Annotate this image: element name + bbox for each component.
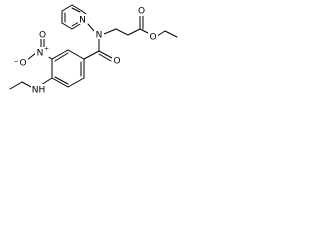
bond xyxy=(61,22,73,30)
bond xyxy=(71,4,83,12)
bond xyxy=(40,77,53,86)
amide-nitrogen-label: N xyxy=(96,31,103,41)
nitro-negative-charge: − xyxy=(13,59,18,66)
ester-ether-oxygen-label: O xyxy=(149,33,156,43)
atom-labels: N N O O O N + − O O NH xyxy=(13,5,158,96)
bond xyxy=(54,52,69,62)
bond xyxy=(115,28,129,36)
bond xyxy=(71,7,81,13)
label-mask xyxy=(94,29,104,39)
bond xyxy=(67,77,85,88)
amide-oxygen-label: O xyxy=(113,57,120,67)
bond xyxy=(9,81,23,90)
bond xyxy=(127,28,141,36)
bond xyxy=(98,50,113,59)
bond xyxy=(61,4,73,12)
bond xyxy=(26,52,37,61)
bond xyxy=(87,23,95,32)
label-mask xyxy=(14,57,28,67)
bond xyxy=(139,28,149,34)
bond xyxy=(51,77,69,88)
label-mask xyxy=(35,47,49,57)
nitro-nitrogen-label: N xyxy=(37,49,44,59)
bond xyxy=(81,10,87,15)
nitro-positive-charge: + xyxy=(44,46,49,53)
label-mask xyxy=(37,29,48,39)
label-mask xyxy=(31,84,46,94)
nitro-oxygen-left-label: O xyxy=(19,59,26,69)
label-mask xyxy=(136,5,147,16)
bond xyxy=(83,50,100,60)
bond xyxy=(103,28,117,35)
pyridine-nitrogen-label: N xyxy=(79,16,86,26)
bond xyxy=(54,76,69,85)
label-mask xyxy=(148,31,158,41)
bond xyxy=(156,30,166,37)
bond xyxy=(71,21,80,27)
bond xyxy=(71,23,81,30)
bond xyxy=(67,49,85,60)
label-mask xyxy=(78,14,87,24)
structure-drawing: N N O O O N + − O O NH xyxy=(9,4,178,96)
amine-nh-label: NH xyxy=(32,86,46,96)
nitro-oxygen-top-label: O xyxy=(39,31,46,41)
bond xyxy=(51,49,69,60)
bond xyxy=(164,30,178,38)
bond-lines xyxy=(9,4,178,90)
ester-carbonyl-oxygen-label: O xyxy=(138,7,145,17)
bond xyxy=(98,53,112,62)
label-mask xyxy=(112,55,122,65)
